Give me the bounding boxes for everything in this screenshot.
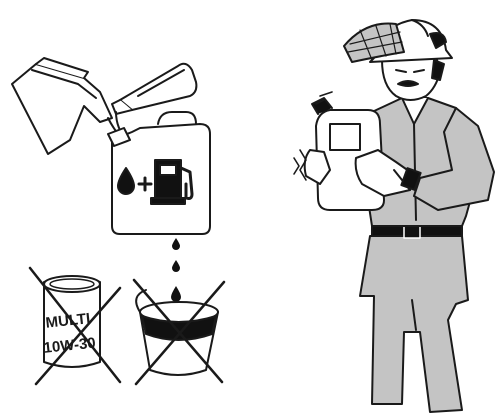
oil-bottle-icon — [111, 62, 198, 115]
left-glove — [303, 149, 331, 185]
operator-figure — [293, 19, 495, 413]
prohibited-cross-left — [28, 266, 122, 386]
right-arm — [413, 107, 495, 211]
oil-can-label-line-1: MULTI — [45, 310, 91, 332]
shake-motion-icon — [293, 91, 333, 181]
plus-icon — [137, 176, 153, 192]
prohibited-cross-right — [132, 278, 226, 386]
measuring-jug-icon — [11, 57, 113, 155]
operator-head — [381, 55, 445, 101]
fuel-canister-icon — [107, 111, 211, 235]
fuel-pump-icon — [150, 159, 194, 205]
mustache — [397, 80, 419, 87]
trousers — [359, 235, 469, 413]
forestry-helmet-icon — [343, 19, 453, 63]
oil-drop-icon — [117, 167, 135, 195]
fuel-drips — [171, 238, 181, 302]
mix-panel: MULTI 10W-30 — [11, 57, 226, 386]
